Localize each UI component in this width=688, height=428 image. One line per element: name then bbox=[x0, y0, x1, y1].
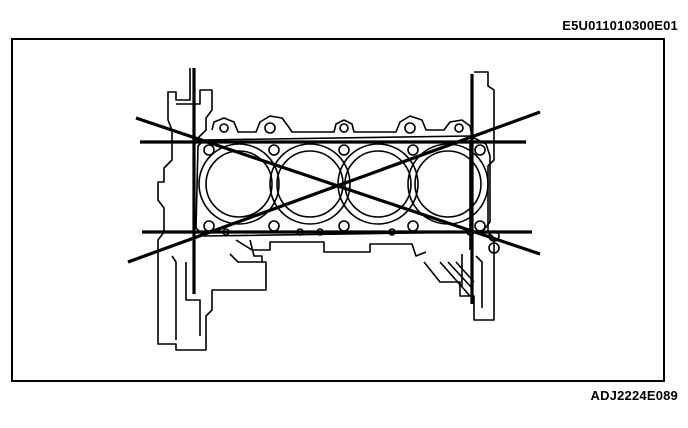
figure-frame bbox=[11, 38, 665, 382]
bolt-hole bbox=[268, 220, 280, 232]
bolt-hole bbox=[407, 220, 419, 232]
bolt-hole bbox=[474, 144, 486, 156]
deck-top-edge bbox=[211, 115, 473, 137]
bolt-hole bbox=[474, 220, 486, 232]
bolt-hole bbox=[407, 144, 419, 156]
block-bottom-edge bbox=[235, 239, 427, 257]
bolt-hole bbox=[203, 220, 215, 232]
cylinder-bore-1 bbox=[198, 143, 280, 225]
reference-code: E5U011010300E01 bbox=[562, 18, 678, 33]
cylinder-bore-2 bbox=[269, 143, 351, 225]
bolt-hole bbox=[338, 220, 350, 232]
bolt-hole bbox=[203, 144, 215, 156]
bolt-hole bbox=[338, 144, 350, 156]
block-left-side bbox=[157, 68, 267, 351]
bolt-hole bbox=[268, 144, 280, 156]
block-left-inner bbox=[171, 89, 213, 340]
figure-code: ADJ2224E089 bbox=[590, 388, 678, 403]
